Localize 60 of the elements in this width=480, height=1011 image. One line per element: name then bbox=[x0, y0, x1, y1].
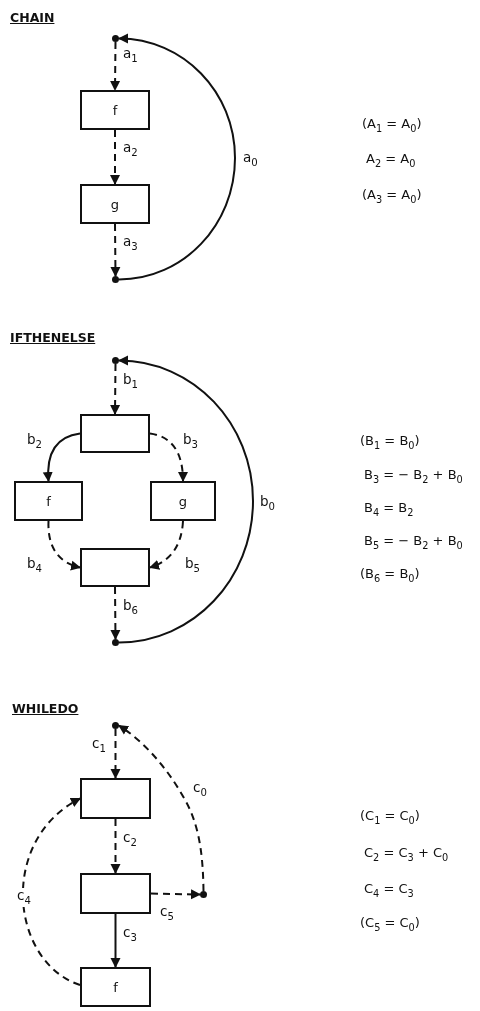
junction-dot bbox=[200, 891, 207, 898]
equation: B$_{3}$ = − B$_{2}$ + B$_{0}$ bbox=[364, 467, 463, 486]
process-box bbox=[80, 548, 150, 587]
edge-label: b$_{2}$ bbox=[26, 432, 43, 451]
process-box bbox=[80, 184, 150, 224]
arrow bbox=[110, 728, 121, 779]
arrow bbox=[118, 34, 236, 281]
edge-label: b$_{3}$ bbox=[182, 432, 199, 451]
junction-dot bbox=[112, 639, 119, 646]
equation: A$_{2}$ = A$_{0}$ bbox=[366, 151, 416, 170]
junction-dot bbox=[112, 276, 119, 283]
box-label: f bbox=[113, 979, 118, 995]
arrow bbox=[47, 520, 81, 570]
arrow bbox=[118, 724, 205, 892]
arrow bbox=[110, 223, 121, 277]
box-label: f bbox=[46, 493, 51, 509]
process-box bbox=[80, 90, 150, 130]
section-title: IFTHENELSE bbox=[10, 330, 96, 345]
junction-dot bbox=[112, 722, 119, 729]
arrow bbox=[150, 889, 201, 900]
junction-dot bbox=[112, 35, 119, 42]
equation: B$_{5}$ = − B$_{2}$ + B$_{0}$ bbox=[364, 533, 463, 552]
process-box bbox=[150, 481, 216, 521]
equation: (B$_{1}$ = B$_{0}$) bbox=[360, 433, 420, 452]
arrow bbox=[110, 129, 120, 185]
equation: (C$_{5}$ = C$_{0}$) bbox=[360, 915, 420, 934]
section-title: WHILEDO bbox=[12, 701, 79, 716]
arrow bbox=[149, 520, 184, 570]
arrow bbox=[22, 797, 81, 986]
edge-label: b$_{5}$ bbox=[184, 556, 201, 575]
process-box bbox=[14, 481, 83, 521]
edge-label: b$_{0}$ bbox=[259, 494, 276, 513]
arrow bbox=[110, 913, 121, 968]
junction-dot bbox=[112, 357, 119, 364]
equation: (A$_{1}$ = A$_{0}$) bbox=[362, 116, 422, 135]
edge-label: b$_{1}$ bbox=[122, 372, 139, 391]
process-box bbox=[80, 414, 150, 453]
box-label: g bbox=[110, 196, 120, 212]
arrow bbox=[110, 586, 121, 640]
box-label: f bbox=[112, 102, 118, 118]
arrow bbox=[118, 356, 254, 644]
section-title: CHAIN bbox=[10, 10, 55, 25]
equation: B$_{4}$ = B$_{2}$ bbox=[364, 500, 414, 519]
arrow bbox=[149, 432, 188, 482]
arrow bbox=[110, 41, 121, 91]
edge-label: b$_{6}$ bbox=[122, 598, 139, 617]
equation: C$_{2}$ = C$_{3}$ + C$_{0}$ bbox=[364, 845, 449, 864]
equation: C$_{4}$ = C$_{3}$ bbox=[364, 881, 414, 900]
equation: (A$_{3}$ = A$_{0}$) bbox=[362, 187, 422, 206]
arrow bbox=[110, 818, 121, 874]
arrow bbox=[43, 432, 81, 482]
edge-label: b$_{4}$ bbox=[26, 556, 43, 575]
equation: (C$_{1}$ = C$_{0}$) bbox=[360, 808, 420, 827]
process-box bbox=[80, 967, 151, 1007]
equation: (B$_{6}$ = B$_{0}$) bbox=[360, 566, 420, 585]
process-box bbox=[80, 873, 151, 914]
box-label: g bbox=[178, 493, 188, 509]
arrow bbox=[110, 363, 121, 415]
edge-label: c$_{4}$ bbox=[16, 888, 32, 907]
process-box bbox=[80, 778, 151, 819]
